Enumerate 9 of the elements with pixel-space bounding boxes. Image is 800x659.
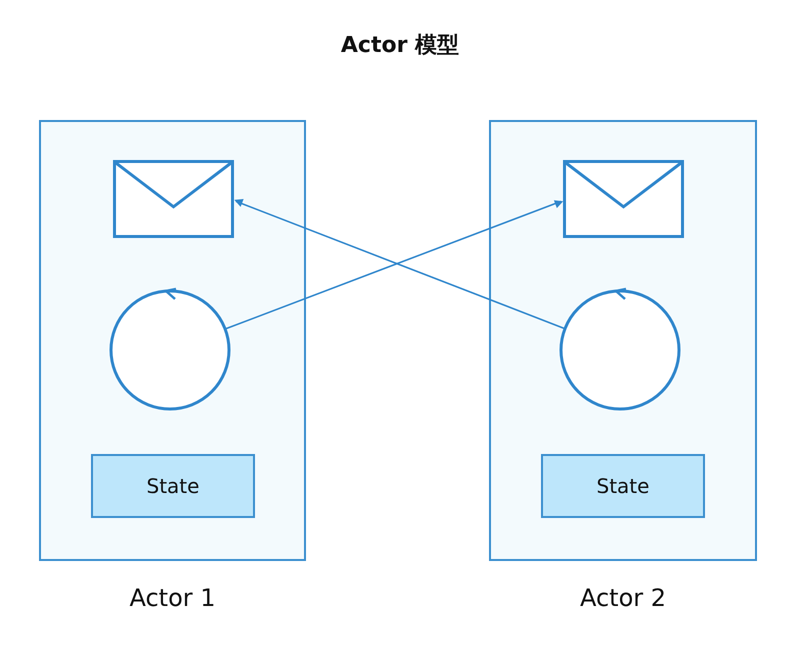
actor-label: Actor 2 <box>578 584 668 612</box>
loop-circle <box>109 289 231 411</box>
state-box: State <box>541 454 705 518</box>
diagram-title: Actor 模型 <box>340 32 460 60</box>
state-box: State <box>91 454 255 518</box>
loop-circle <box>559 289 681 411</box>
envelope-icon <box>113 160 234 238</box>
actor-label: Actor 1 <box>128 584 217 612</box>
envelope-icon <box>563 160 684 238</box>
